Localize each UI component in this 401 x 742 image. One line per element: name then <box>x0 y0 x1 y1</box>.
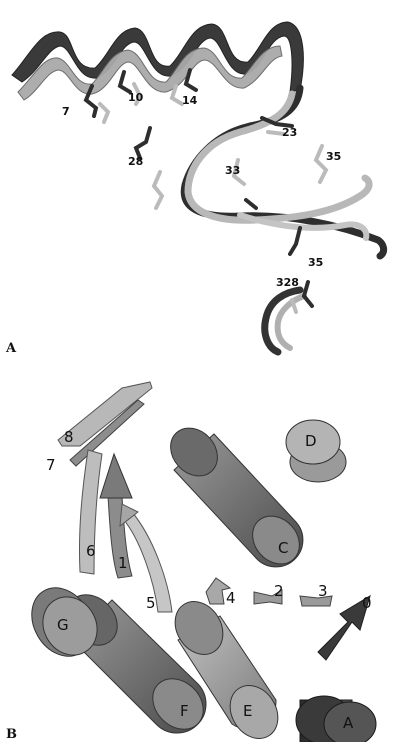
residue-label-14: 14 <box>182 94 198 107</box>
residue-label-328: 328 <box>276 276 299 289</box>
residue-label-33: 33 <box>225 164 240 177</box>
strand-label-6: 6 <box>86 542 96 560</box>
panel-label-b: B <box>6 727 17 742</box>
helix-label-d: D <box>305 432 317 450</box>
residue-label-7: 7 <box>62 105 70 118</box>
strand-label-7: 7 <box>46 456 56 474</box>
strand-8 <box>58 382 152 466</box>
strand-label-5: 5 <box>146 594 156 612</box>
helix-a <box>296 696 376 742</box>
residue-label-35-lower: 35 <box>308 256 323 269</box>
loop-backbone-light <box>188 94 369 220</box>
strand-label-1: 1 <box>118 554 128 572</box>
helix-label-a: A <box>343 714 354 732</box>
strand-label-2: 2 <box>274 582 284 600</box>
helix-label-c: C <box>278 539 288 557</box>
strand-label-3: 3 <box>318 582 328 600</box>
helix-label-g: G <box>57 616 69 634</box>
panel-b: 8 7 6 1 5 4 2 3 0 D C G F E A B <box>6 382 376 742</box>
strand-label-8: 8 <box>64 428 74 446</box>
residue-label-10: 10 <box>128 91 144 104</box>
panel-a: 7 10 14 23 28 33 35 35 328 A <box>5 22 384 356</box>
strand-label-4: 4 <box>226 589 236 607</box>
helix-label-e: E <box>243 702 252 720</box>
helix-d <box>286 420 346 482</box>
residue-label-28: 28 <box>128 155 143 168</box>
panel-label-a: A <box>5 341 17 356</box>
c-terminal-segment-light <box>278 296 304 348</box>
residue-label-35-upper: 35 <box>326 150 341 163</box>
residue-label-23: 23 <box>282 126 297 139</box>
helix-label-f: F <box>180 702 189 720</box>
strand-label-0: 0 <box>362 594 372 612</box>
